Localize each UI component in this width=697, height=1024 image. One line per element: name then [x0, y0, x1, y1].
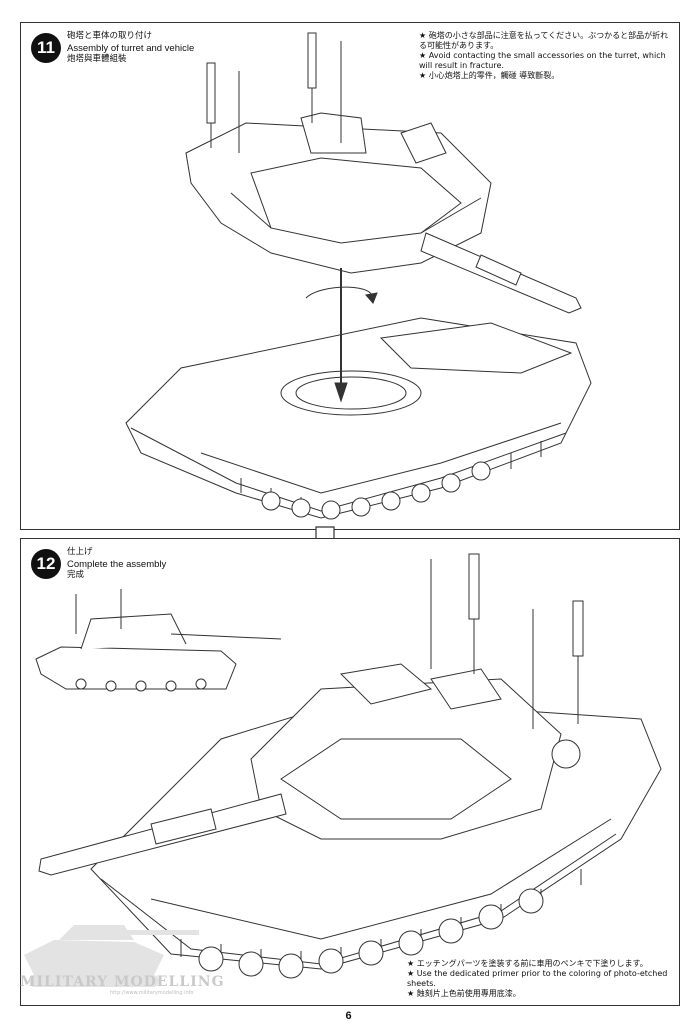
step-12-note-en: ★ Use the dedicated primer prior to the … [407, 969, 668, 988]
step-12-title: 仕上げ Complete the assembly 完成 [67, 547, 166, 582]
step-12-title-en: Complete the assembly [67, 558, 167, 570]
watermark-text: MILITARY MODELLING [20, 974, 225, 990]
watermark-tank-logo [24, 925, 199, 987]
step-11-note-en: ★ Avoid contacting the small accessories… [419, 51, 666, 70]
step-11-title-cn: 炮塔與車體組裝 [67, 54, 127, 64]
step-12-title-jp: 仕上げ [67, 547, 93, 557]
step-11-title: 砲塔と車体の取り付け Assembly of turret and vehicl… [67, 31, 194, 66]
step-12-badge: 12 [31, 549, 61, 579]
step-12-panel: 12 仕上げ Complete the assembly 完成 ★ エッチングパ… [20, 538, 680, 1006]
watermark-url: http://www.militarymodelling.info [110, 990, 194, 996]
step-11-caution-note: ★ 砲塔の小さな部品に注意を払ってください。ぶつかると部品が折れる可能性がありま… [419, 31, 669, 81]
step-12-note-jp: ★ エッチングパーツを塗装する前に車用のペンキで下塗りします。 [407, 959, 648, 968]
step-11-panel: 11 砲塔と車体の取り付け Assembly of turret and veh… [20, 22, 680, 530]
step-11-note-cn: ★ 小心炮塔上的零件，觸碰 導致斷裂。 [419, 71, 560, 80]
step-11-note-jp: ★ 砲塔の小さな部品に注意を払ってください。ぶつかると部品が折れる可能性がありま… [419, 31, 669, 50]
step-11-title-jp: 砲塔と車体の取り付け [67, 31, 153, 41]
completed-tank-drawing [35, 553, 662, 979]
step-12-title-cn: 完成 [67, 570, 85, 580]
step-12-note-cn: ★ 蝕刻片上色前使用專用底漆。 [407, 989, 521, 998]
turret-hull-assembly-drawing [125, 32, 592, 520]
step-11-badge: 11 [31, 33, 61, 63]
step-12-primer-note: ★ エッチングパーツを塗装する前に車用のペンキで下塗りします。 ★ Use th… [407, 959, 669, 999]
step-11-title-en: Assembly of turret and vehicle [67, 42, 195, 54]
page-number: 6 [345, 1010, 352, 1022]
